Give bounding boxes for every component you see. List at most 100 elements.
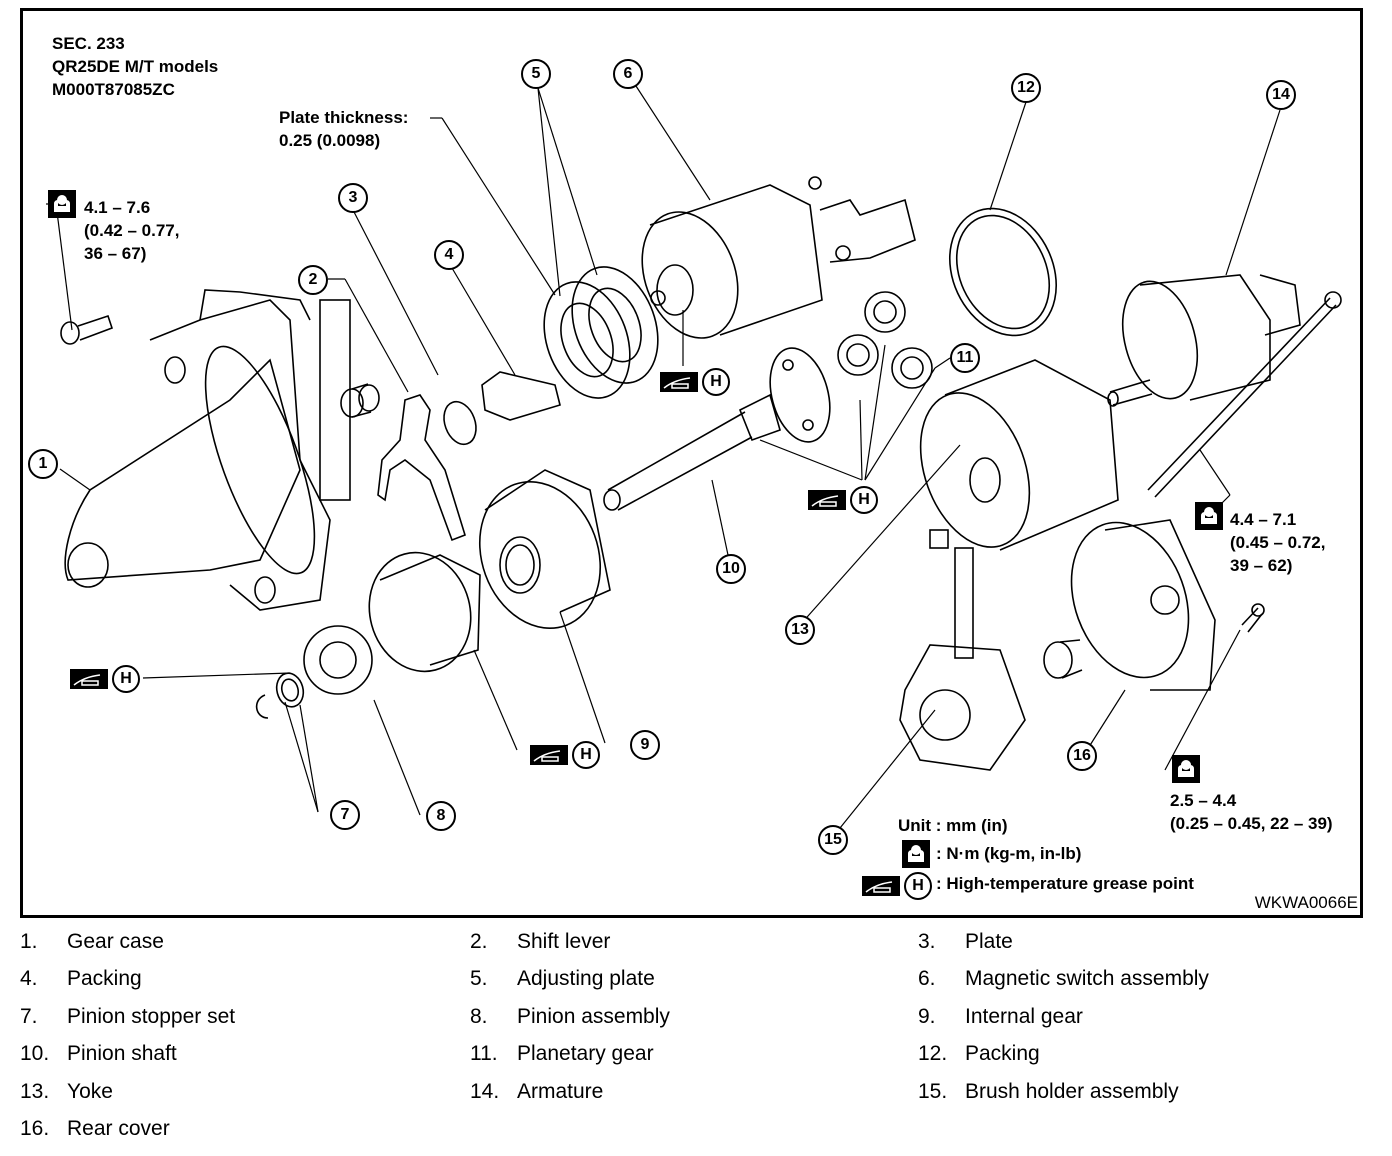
torque-value-inlb: 39 – 62) [1230, 556, 1293, 575]
legend-label: Internal gear [965, 1005, 1083, 1028]
legend-item: 2. Shift lever [470, 930, 610, 954]
torque-unit-note: : N·m (kg-m, in-lb) [936, 844, 1082, 863]
plate-drawing [443, 400, 477, 446]
legend-item: 1. Gear case [20, 930, 164, 954]
grease-gun-icon [70, 669, 108, 689]
planetary-gears-drawing [837, 291, 933, 389]
legend-number: 11. [470, 1042, 498, 1065]
plate-thickness-note: Plate thickness: 0.25 (0.0098) [279, 106, 408, 152]
grease-gun-icon [808, 490, 846, 510]
legend-item: 3.Plate [918, 930, 1013, 954]
callout-4: 4 [434, 240, 464, 270]
armature-drawing [1107, 274, 1301, 407]
grease-h-symbol: H [850, 486, 878, 514]
legend-label: Pinion shaft [67, 1042, 177, 1065]
torque-value: 4.4 – 7.1 [1230, 510, 1297, 529]
legend-label: Yoke [67, 1080, 113, 1103]
brush-holder-drawing [899, 529, 1026, 771]
legend-number: 3. [918, 930, 936, 953]
grease-h-symbol: H [702, 368, 730, 396]
unit-note: Unit : mm (in) [898, 816, 1008, 835]
torque-value: 4.1 – 7.6 [84, 198, 151, 217]
legend-label: Packing [67, 967, 142, 990]
leader-lines [46, 85, 1281, 829]
torque-value-kgm: (0.25 – 0.45, 22 – 39) [1170, 814, 1333, 833]
shift-lever-drawing [377, 394, 466, 542]
torque-spec-rear-bolt: 2.5 – 4.4 (0.25 – 0.45, 22 – 39) [1170, 789, 1333, 835]
legend-label: Packing [965, 1042, 1040, 1065]
grease-point-planetary: H [808, 486, 878, 514]
legend-item: 5.Adjusting plate [470, 967, 655, 991]
pinion-shaft-drawing [603, 347, 831, 511]
model-label: QR25DE M/T models [52, 57, 219, 76]
grease-gun-icon [660, 372, 698, 392]
legend-label: Rear cover [67, 1117, 170, 1140]
grease-unit-note: : High-temperature grease point [936, 874, 1194, 893]
callout-6: 6 [613, 59, 643, 89]
torque-wrench-icon [48, 190, 76, 218]
legend-label: Planetary gear [517, 1042, 654, 1065]
callout-3: 3 [338, 183, 368, 213]
legend-number: 6. [918, 967, 936, 990]
gear-case-drawing [64, 289, 351, 611]
torque-wrench-icon [1195, 502, 1223, 530]
callout-11: 11 [950, 343, 980, 373]
legend-label: Armature [517, 1080, 604, 1103]
legend-label: Gear case [67, 930, 164, 953]
grease-point-pinion: H [530, 741, 600, 769]
torque-spec-bolt: 4.1 – 7.6 (0.42 – 0.77, 36 – 67) [84, 196, 179, 265]
legend-item: 12.Packing [918, 1042, 1040, 1066]
magnetic-switch-drawing [641, 176, 916, 339]
diagram-frame [20, 8, 1363, 918]
legend-number: 10. [20, 1042, 50, 1065]
callout-13: 13 [785, 615, 815, 645]
grease-point-magnetic-switch: H [660, 368, 730, 396]
legend-number: 5. [470, 967, 488, 990]
torque-spec-through-bolt: 4.4 – 7.1 (0.45 – 0.72, 39 – 62) [1230, 508, 1325, 577]
legend-number: 8. [470, 1005, 488, 1028]
legend-number: 4. [20, 967, 38, 990]
legend-item: 13. Yoke [20, 1080, 113, 1104]
legend-number: 13. [20, 1080, 50, 1103]
legend-number: 1. [20, 930, 38, 953]
legend-number: 14. [470, 1080, 500, 1103]
internal-gear-drawing [478, 469, 611, 630]
pinion-stopper-drawing [255, 672, 305, 719]
callout-7: 7 [330, 800, 360, 830]
grease-point-stopper: H [70, 665, 140, 693]
callout-8: 8 [426, 801, 456, 831]
yoke-drawing [919, 359, 1119, 551]
callout-14: 14 [1266, 80, 1296, 110]
legend-number: 2. [470, 930, 488, 953]
grease-h-symbol: H [904, 872, 932, 900]
legend-number: 7. [20, 1005, 38, 1028]
legend-number: 9. [918, 1005, 936, 1028]
section-header: SEC. 233 QR25DE M/T models M000T87085ZC [52, 32, 218, 101]
legend-item: 15.Brush holder assembly [918, 1080, 1179, 1104]
grease-gun-icon [862, 876, 900, 896]
legend-item: 11. Planetary gear [470, 1042, 654, 1066]
legend-item: 8.Pinion assembly [470, 1005, 670, 1029]
torque-wrench-icon [1172, 755, 1200, 783]
adjusting-plate-drawing [543, 266, 659, 399]
callout-12: 12 [1011, 73, 1041, 103]
torque-value: 2.5 – 4.4 [1170, 791, 1237, 810]
through-bolt-drawing [1147, 297, 1337, 498]
callout-15: 15 [818, 825, 848, 855]
grease-legend-symbol: H [862, 872, 932, 900]
legend-item: 6.Magnetic switch assembly [918, 967, 1209, 991]
legend-item: 9. Internal gear [918, 1005, 1083, 1029]
legend-item: 14. Armature [470, 1080, 603, 1104]
callout-16: 16 [1067, 741, 1097, 771]
grease-gun-icon [530, 745, 568, 765]
bolt-drawing [60, 314, 114, 345]
section-number: SEC. 233 [52, 34, 125, 53]
legend-label: Shift lever [517, 930, 611, 953]
callout-10: 10 [716, 554, 746, 584]
reference-code: M000T87085ZC [52, 80, 175, 99]
legend-item: 16.Rear cover [20, 1117, 170, 1141]
rear-cover-drawing [1070, 519, 1216, 691]
legend-number: 15. [918, 1080, 948, 1103]
callout-5: 5 [521, 59, 551, 89]
callout-9: 9 [630, 730, 660, 760]
